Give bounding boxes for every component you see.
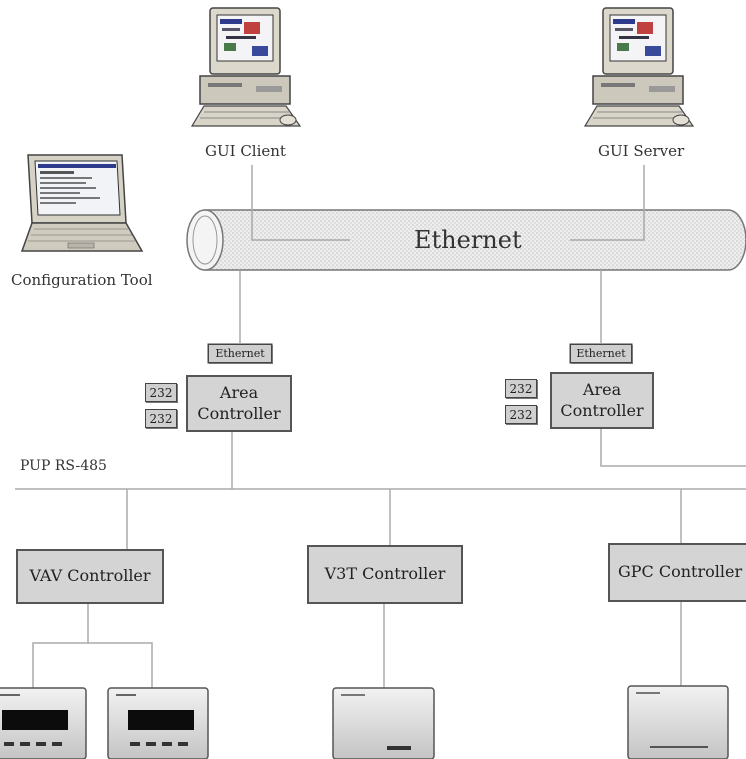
server-computer-icon [583,7,695,127]
left-port-232-bottom: 232 [145,409,177,428]
left-port-232-top: 232 [145,383,177,402]
area-controller-left-line2: Controller [197,403,281,423]
right-port-232-bottom: 232 [505,405,537,424]
connection-lines [15,165,746,688]
area-controller-left-line1: Area [219,382,259,402]
gui-server-label: GUI Server [598,142,685,160]
gpc-device-icon [627,685,729,759]
laptop-icon [20,154,144,252]
area-controller-right-line2: Controller [560,400,644,420]
gpc-controller: GPC Controller [608,543,746,602]
gui-client-label: GUI Client [205,142,286,160]
client-computer-icon [190,7,302,127]
area-controller-right-line1: Area [582,379,622,399]
area-controller-right: Area Controller [550,372,654,429]
area-controller-left: Area Controller [186,375,292,432]
vav-controller: VAV Controller [16,549,164,604]
thermostat-icon-left [0,687,87,759]
right-area-link [600,428,746,467]
v3t-controller: V3T Controller [307,545,463,604]
thermostat-icon-right [107,687,209,759]
ethernet-bus-label: Ethernet [414,226,522,254]
v3t-device-icon [332,687,435,759]
right-ethernet-tag: Ethernet [570,344,632,363]
server-link [570,165,645,241]
left-ethernet-tag: Ethernet [208,344,272,363]
config-tool-label: Configuration Tool [11,271,153,289]
client-link [251,165,350,241]
vav-split-right [88,642,153,688]
vav-split [32,603,89,688]
right-port-232-top: 232 [505,379,537,398]
pup-bus-label: PUP RS-485 [20,458,107,474]
